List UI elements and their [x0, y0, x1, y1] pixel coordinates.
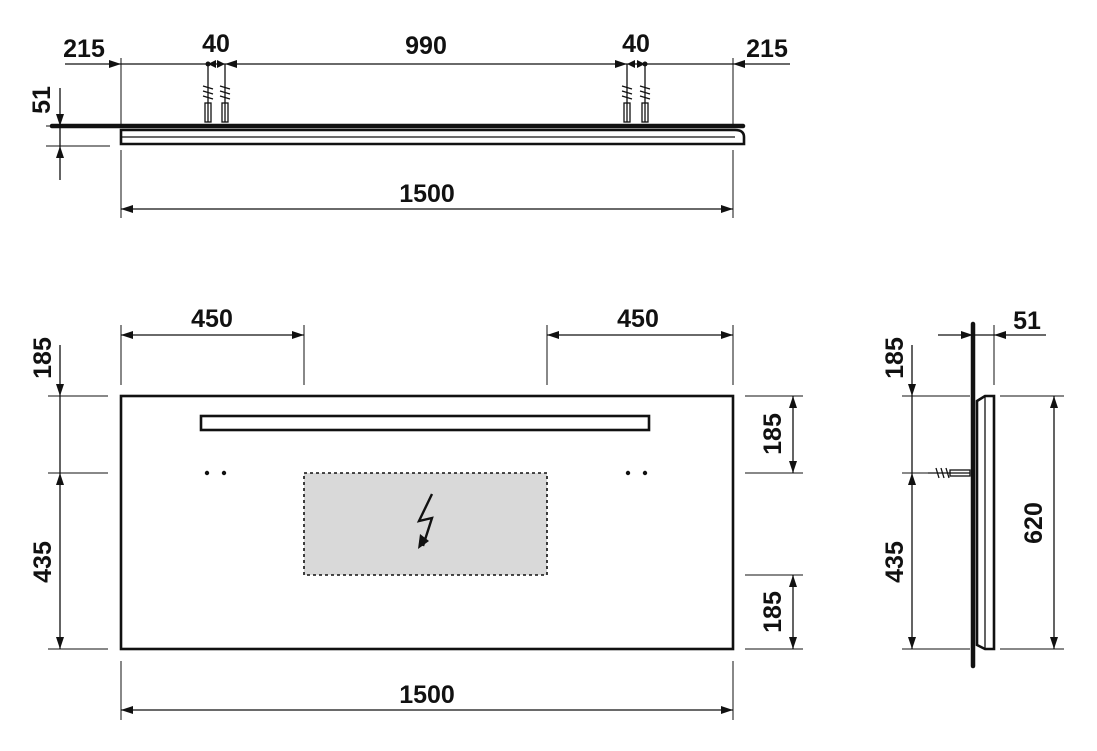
- dim-side-435: 435: [881, 541, 909, 583]
- dim-bracket-right: 40: [622, 30, 650, 58]
- light-bar: [199, 414, 651, 432]
- wall-anchor-left-inner: [219, 64, 231, 123]
- dim-side-height: 620: [1020, 502, 1048, 544]
- mounting-point: [204, 470, 210, 476]
- mounting-point: [221, 470, 227, 476]
- wall-anchor-left-outer: [202, 64, 214, 123]
- dim-right-bottom-185: 185: [759, 591, 787, 633]
- mirror-cabinet-plan: [119, 128, 746, 146]
- front-view: 450 450 185 435 185 185 1500: [29, 305, 803, 720]
- top-view: 215 40 990 40 215 51 1500: [28, 30, 790, 218]
- dim-left-435: 435: [29, 541, 57, 583]
- dim-right-top-185: 185: [759, 413, 787, 455]
- dim-overall-width: 1500: [399, 180, 455, 208]
- mounting-point: [642, 470, 648, 476]
- mirror-front: [119, 394, 735, 651]
- wall-anchor-right-outer: [639, 64, 651, 123]
- wall-anchor-side: [928, 467, 971, 479]
- dim-left-450: 450: [191, 305, 233, 333]
- lightning-icon: [416, 493, 434, 549]
- dim-right-450: 450: [617, 305, 659, 333]
- mounting-point: [625, 470, 631, 476]
- electrical-connection-area: [303, 472, 548, 576]
- dim-bracket-left: 40: [202, 30, 230, 58]
- dim-center: 990: [405, 32, 447, 60]
- dim-left-top-185: 185: [29, 337, 57, 379]
- dim-side-top-185: 185: [881, 337, 909, 379]
- dim-right-offset: 215: [746, 35, 788, 63]
- dim-depth: 51: [28, 86, 56, 114]
- side-view: 51 185 435 620: [881, 307, 1064, 669]
- dim-front-overall-width: 1500: [399, 681, 455, 709]
- wall-anchor-right-inner: [621, 64, 633, 123]
- dim-side-depth: 51: [1013, 307, 1041, 335]
- dim-left-offset: 215: [63, 35, 105, 63]
